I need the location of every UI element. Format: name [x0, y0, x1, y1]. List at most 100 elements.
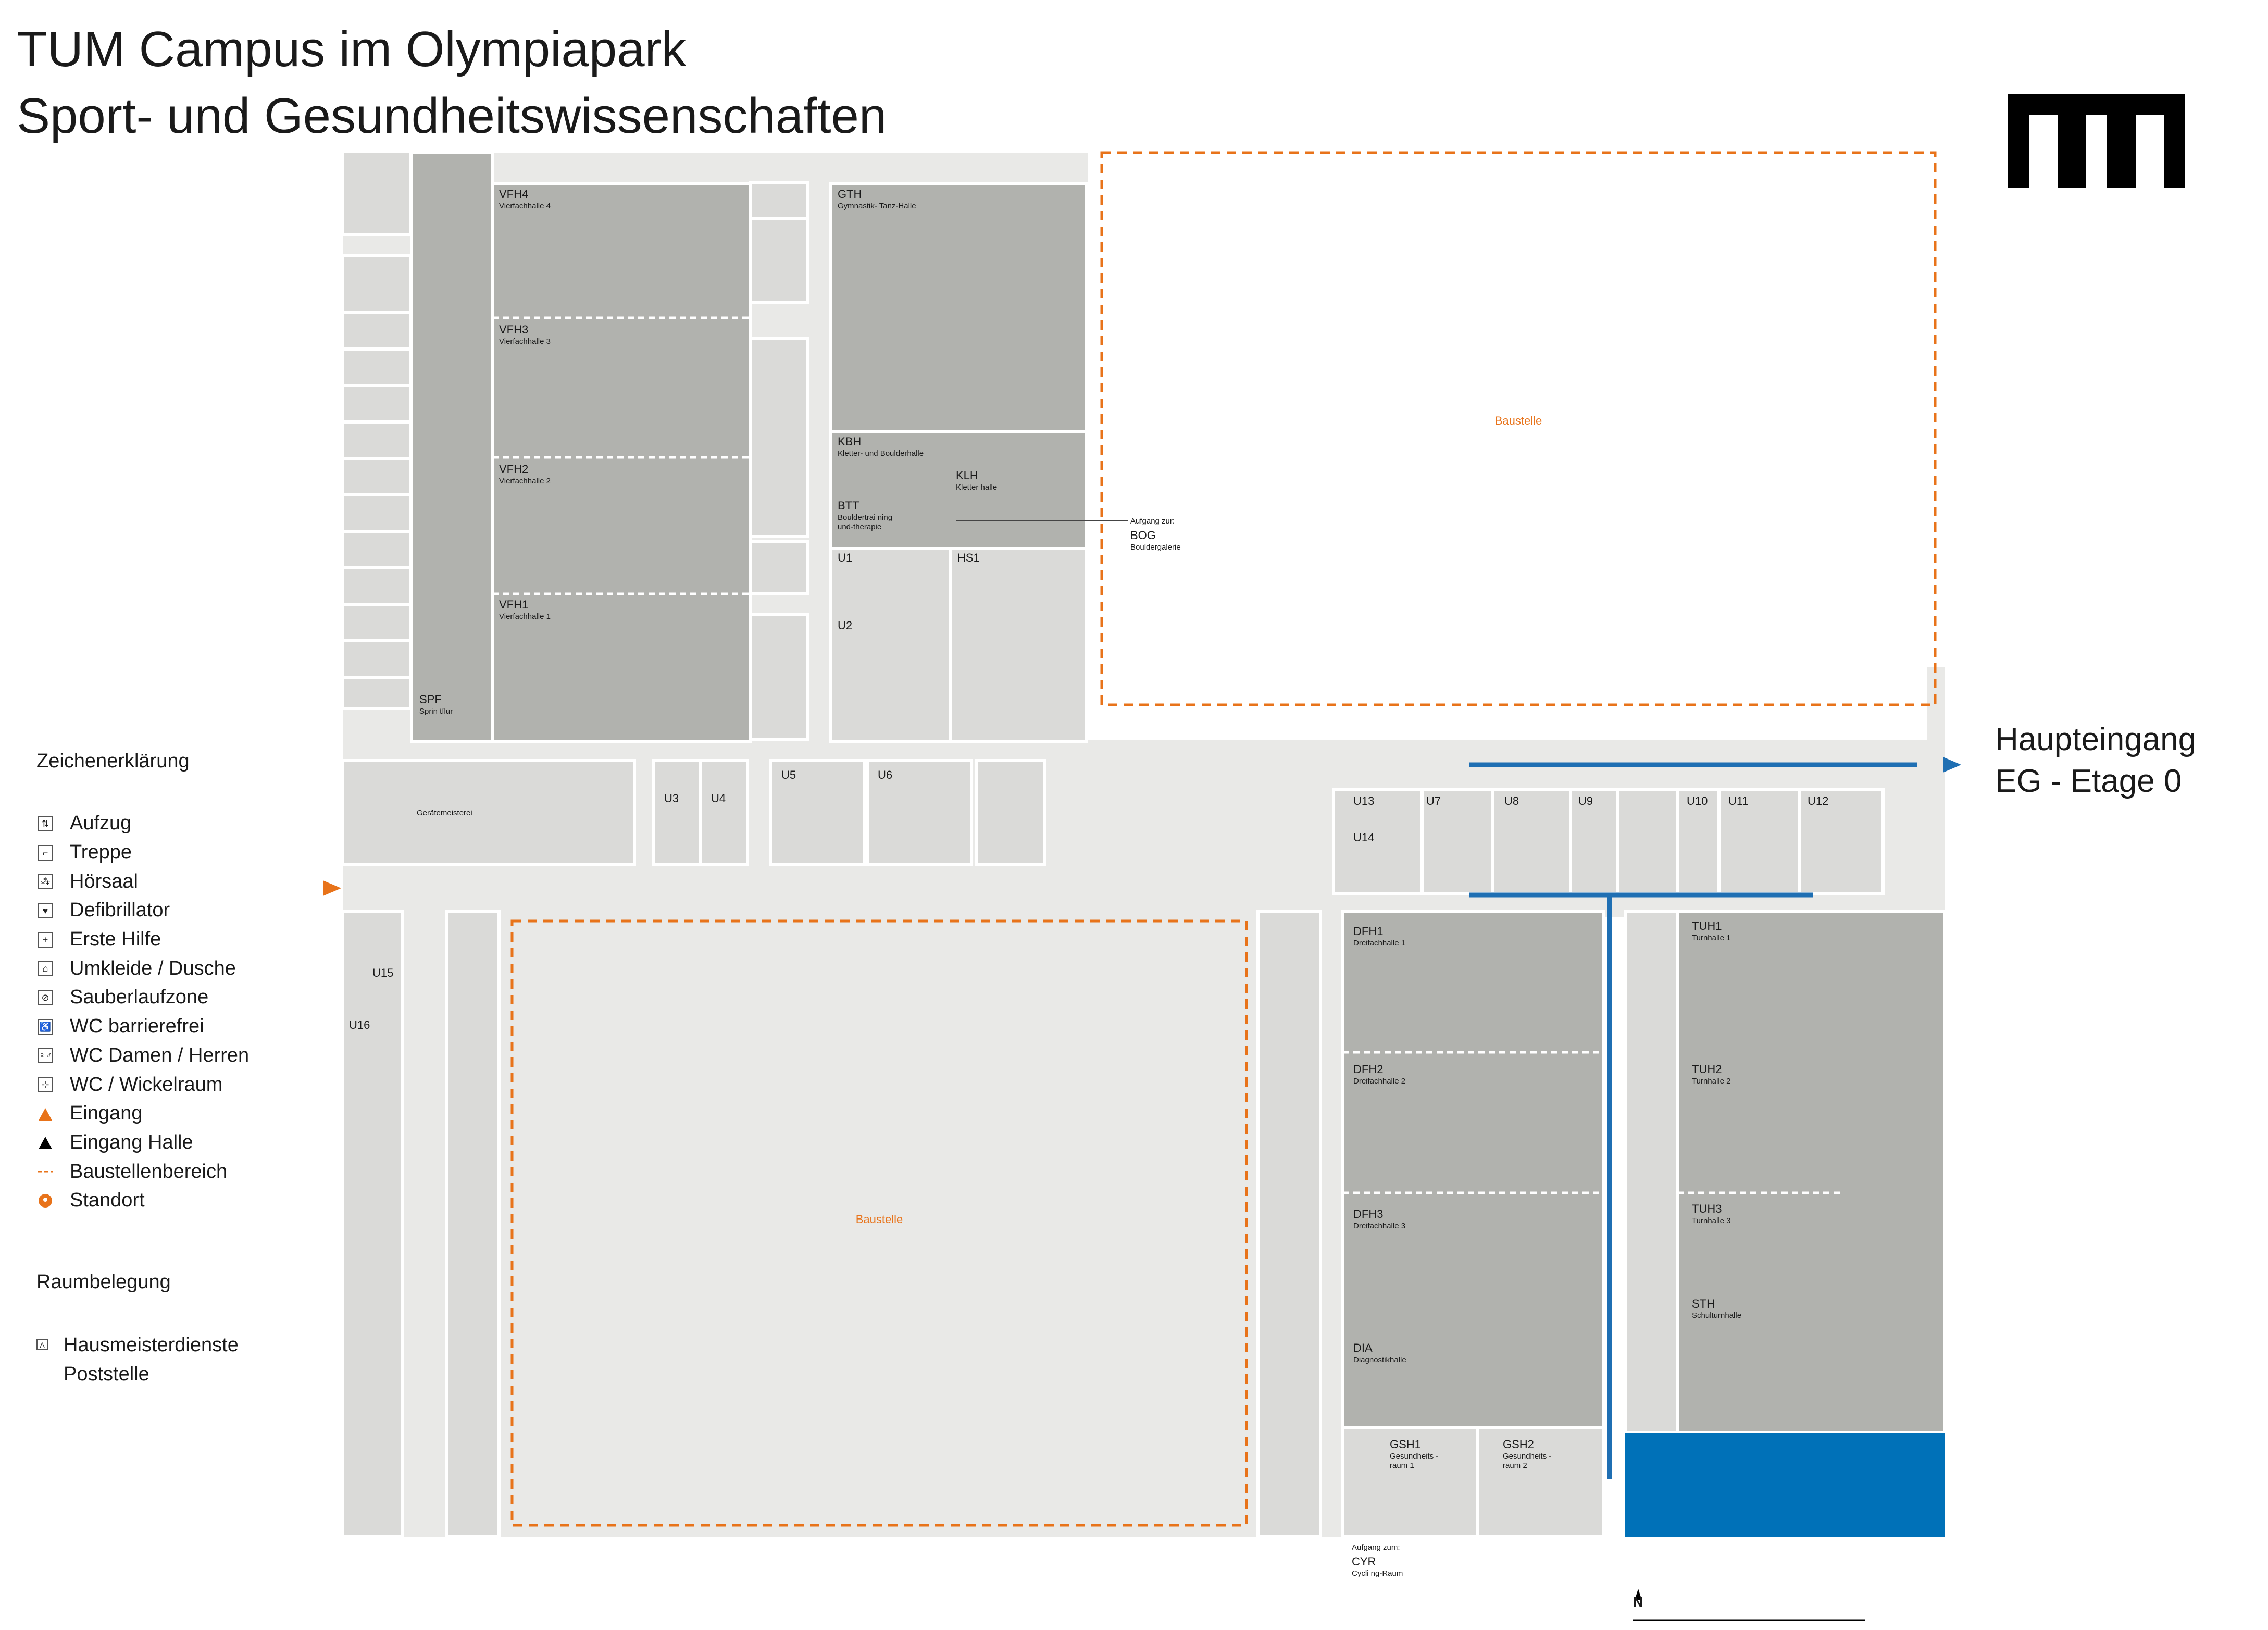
room-vfh1-code: VFH1 — [499, 598, 528, 611]
baustelle-south — [510, 919, 1248, 1527]
legend-label: Eingang Halle — [70, 1131, 193, 1153]
entrance-main — [1943, 757, 1961, 773]
legend-item-baustelle: Baustellenbereich — [36, 1157, 359, 1186]
defibrillator-icon: ♥ — [36, 902, 54, 919]
entrance-west — [323, 880, 341, 896]
room-u3-code: U3 — [664, 792, 679, 805]
legend-item-eingang-halle: Eingang Halle — [36, 1128, 359, 1158]
legend-label: WC barrierefrei — [70, 1015, 204, 1038]
construction-dash-icon — [36, 1163, 54, 1180]
legend-item-wc-barrierefrei: ♿ WC barrierefrei — [36, 1012, 359, 1041]
room-gth-code: GTH — [838, 188, 862, 201]
legend-label: WC / Wickelraum — [70, 1073, 223, 1096]
north-label: N — [1633, 1594, 1643, 1610]
legend: Zeichenerklärung ⇅ Aufzug ⌐ Treppe ⁂ Hör… — [36, 750, 359, 1215]
room-u2-code: U2 — [838, 619, 852, 632]
room-spf-name: Sprin tflur — [419, 707, 453, 716]
standort-block — [1625, 1433, 1945, 1537]
room-usage-marker: A — [36, 1339, 48, 1350]
room-u14-code: U14 — [1353, 831, 1374, 844]
construction-zones — [510, 151, 1937, 1527]
room-u8-code: U8 — [1504, 794, 1519, 807]
room-dfh1-name: Dreifachhalle 1 — [1353, 939, 1405, 948]
legend-label: WC Damen / Herren — [70, 1044, 250, 1066]
clean-zone-icon: ⊘ — [36, 989, 54, 1006]
map-title-line2: Sport- und Gesundheitswissenschaften — [17, 88, 887, 144]
room-sth-code: STH — [1692, 1297, 1715, 1310]
room-klh-code: KLH — [956, 469, 978, 482]
room-u12-code: U12 — [1808, 794, 1828, 807]
room-gsh2-name2: raum 2 — [1503, 1461, 1527, 1470]
room-dfh1-code: DFH1 — [1353, 925, 1383, 938]
room-tuh2-code: TUH2 — [1692, 1063, 1722, 1076]
legend-item-wickelraum: ⊹ WC / Wickelraum — [36, 1070, 359, 1099]
room-tuh1-name: Turnhalle 1 — [1692, 934, 1731, 942]
room-dia-code: DIA — [1353, 1341, 1373, 1354]
legend-label: Aufzug — [70, 812, 132, 835]
callout-cyr-code: CYR — [1352, 1555, 1376, 1568]
legend-item-hoersaal: ⁂ Hörsaal — [36, 867, 359, 896]
stairs-icon: ⌐ — [36, 844, 54, 862]
room-btt-name2: und-therapie — [838, 522, 881, 531]
room-usage-line2: Poststelle — [64, 1363, 149, 1385]
legend-label: Sauberlaufzone — [70, 986, 209, 1009]
lecture-hall-icon: ⁂ — [36, 873, 54, 890]
halls — [410, 151, 1947, 1538]
room-vfh1-name: Vierfachhalle 1 — [499, 612, 551, 621]
room-btt-name1: Bouldertrai ning — [838, 513, 892, 522]
room-usage-item: A Hausmeisterdienste Poststelle — [36, 1330, 239, 1389]
room-tuh2-name: Turnhalle 2 — [1692, 1077, 1731, 1086]
tuh-halls — [1676, 910, 1947, 1434]
legend-label: Hörsaal — [70, 870, 138, 892]
room-geraetemeisterei: Gerätemeisterei — [417, 808, 472, 817]
gth-hall — [829, 182, 1088, 433]
entrance-orange-triangle-icon — [36, 1105, 54, 1123]
room-u15-code: U15 — [372, 966, 393, 979]
legend-item-eingang: Eingang — [36, 1099, 359, 1128]
west-rooms — [341, 150, 809, 741]
changing-table-icon: ⊹ — [36, 1076, 54, 1093]
legend-label: Erste Hilfe — [70, 928, 161, 951]
baustelle-south-label: Baustelle — [856, 1213, 903, 1226]
main-entrance-line1: Haupteingang — [1995, 721, 2197, 757]
room-tuh3-code: TUH3 — [1692, 1202, 1722, 1215]
callout-cyr-intro: Aufgang zum: — [1352, 1543, 1400, 1552]
legend-label: Standort — [70, 1189, 145, 1212]
location-icon — [36, 1192, 54, 1210]
main-entrance-line2: EG - Etage 0 — [1995, 763, 2182, 799]
legend-label: Eingang — [70, 1102, 143, 1125]
legend-label: Baustellenbereich — [70, 1160, 228, 1183]
room-u1-code: U1 — [838, 551, 852, 564]
legend-item-wc: ♀♂ WC Damen / Herren — [36, 1041, 359, 1071]
room-tuh1-code: TUH1 — [1692, 919, 1722, 932]
wc-accessible-icon: ♿ — [36, 1018, 54, 1036]
room-tuh3-name: Turnhalle 3 — [1692, 1216, 1731, 1225]
room-vfh4-code: VFH4 — [499, 188, 528, 201]
room-gsh2-name1: Gesundheits - — [1503, 1452, 1551, 1461]
room-gsh1-name2: raum 1 — [1390, 1461, 1414, 1470]
callout-bog-code: BOG — [1130, 529, 1156, 542]
callout-cyr-name: Cycli ng-Raum — [1352, 1569, 1403, 1578]
room-u4-code: U4 — [711, 792, 726, 805]
legend-label: Defibrillator — [70, 899, 170, 922]
callout-bog-intro: Aufgang zur: — [1130, 517, 1175, 526]
baustelle-north — [1100, 151, 1937, 706]
room-vfh2-name: Vierfachhalle 2 — [499, 477, 551, 486]
spf-hall — [410, 151, 494, 743]
callout-bog-name: Bouldergalerie — [1130, 543, 1181, 552]
room-dia-name: Diagnostikhalle — [1353, 1355, 1406, 1364]
room-sth-name: Schulturnhalle — [1692, 1311, 1741, 1320]
room-vfh2-code: VFH2 — [499, 463, 528, 476]
first-aid-icon: + — [36, 931, 54, 949]
room-kbh-code: KBH — [838, 435, 861, 448]
kbh-hall — [829, 430, 1088, 550]
elevator-icon: ⇅ — [36, 815, 54, 832]
legend-item-aufzug: ⇅ Aufzug — [36, 809, 359, 838]
legend-item-treppe: ⌐ Treppe — [36, 838, 359, 867]
room-gsh1-code: GSH1 — [1390, 1438, 1421, 1451]
legend-item-umkleide: ⌂ Umkleide / Dusche — [36, 954, 359, 983]
room-gth-name: Gymnastik- Tanz-Halle — [838, 202, 916, 210]
room-gsh1-name1: Gesundheits - — [1390, 1452, 1438, 1461]
room-gsh2-code: GSH2 — [1503, 1438, 1534, 1451]
